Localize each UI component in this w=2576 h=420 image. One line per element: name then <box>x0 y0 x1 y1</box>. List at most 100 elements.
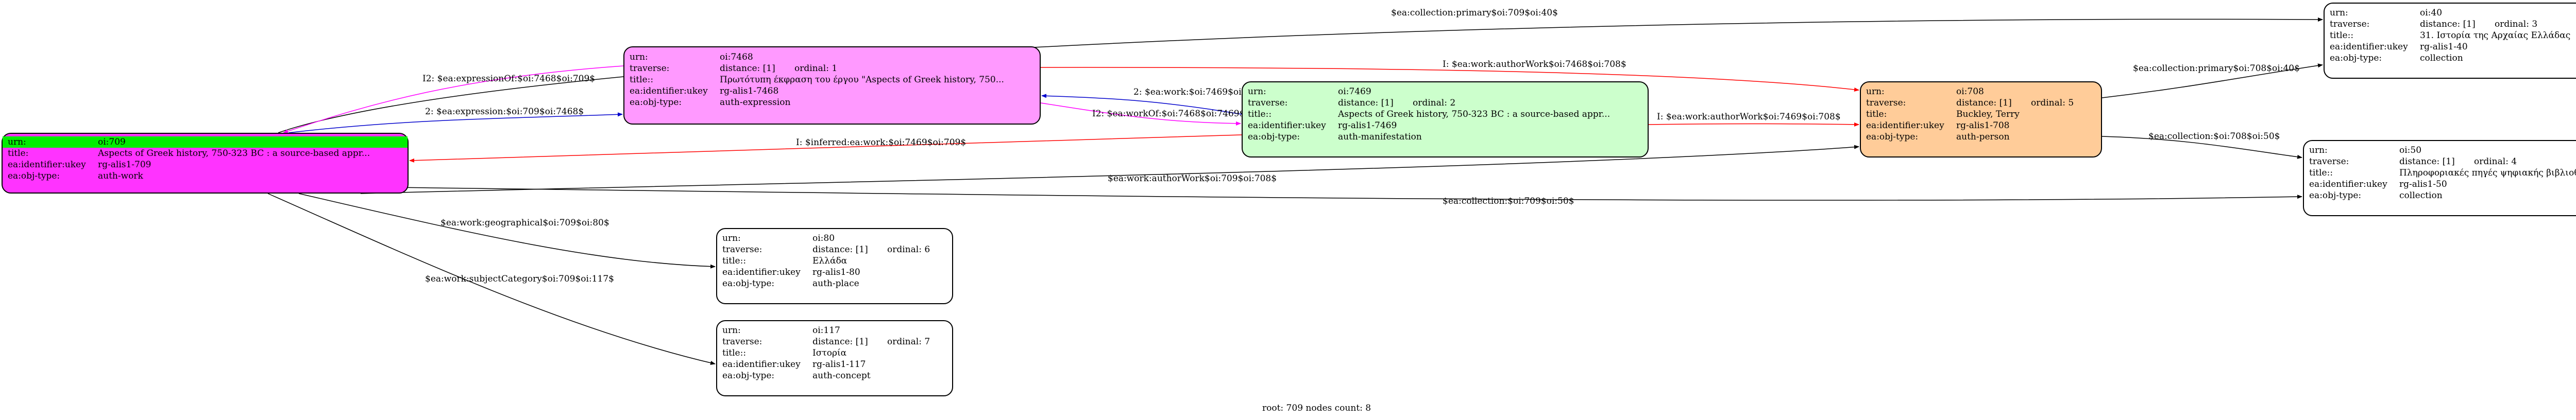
node-urn-row: urn:oi:7469 <box>1243 86 1648 97</box>
urn-value: oi:40 <box>2420 8 2443 18</box>
node-identifier-row: ea:identifier:ukey rg-alis1-708 <box>1861 120 2101 131</box>
node-urn-row: urn:oi:117 <box>717 325 952 336</box>
node-title-row: title::Aspects of Greek history, 750-323… <box>1243 109 1648 120</box>
node-oi-7468[interactable]: urn:oi:7468 traverse: distance: [1] ordina… <box>623 46 1041 125</box>
title-value: Ιστορία <box>812 348 847 358</box>
node-traverse-row: traverse:distance: [1]ordinal: 3 <box>2325 19 2576 30</box>
traverse-ordinal: ordinal: 2 <box>1413 98 1456 108</box>
traverse-ordinal: ordinal: 4 <box>2474 156 2517 167</box>
node-traverse-row: traverse:distance: [1]ordinal: 2 <box>1243 97 1648 109</box>
traverse-distance: distance: [1] <box>1956 98 2012 108</box>
traverse-ordinal: ordinal: 3 <box>2495 19 2538 29</box>
title-value: Ελλάδα <box>812 256 848 266</box>
edge-label: $ea:work:geographical$oi:709$oi:80$ <box>440 218 609 228</box>
identifier-key: ea:identifier:ukey <box>722 267 801 277</box>
edge-line <box>278 17 2323 133</box>
type-value: auth-person <box>1956 132 2010 142</box>
traverse-distance: distance: [1] <box>720 63 775 74</box>
traverse-distance: distance: [1] <box>2420 19 2476 29</box>
identifier-key: ea:identifier:ukey <box>1248 120 1326 131</box>
edge-line <box>2102 136 2302 159</box>
urn-value: oi:708 <box>1956 86 1984 97</box>
node-type-row: ea:obj-type:collection <box>2304 190 2576 201</box>
node-type-row: ea:obj-type:auth-expression <box>624 97 1040 108</box>
graph-footer: root: 709 nodes count: 8 <box>1262 403 1371 413</box>
title-value: Aspects of Greek history, 750-323 BC : a… <box>1338 109 1611 119</box>
identifier-value: rg-alis1-709 <box>98 160 151 170</box>
edge-label: $ea:collection:$oi:708$oi:50$ <box>2148 131 2280 142</box>
type-value: auth-concept <box>812 371 871 381</box>
urn-key: urn: <box>2309 145 2328 155</box>
node-title-row: title::Ιστορία <box>717 347 952 359</box>
traverse-ordinal: ordinal: 5 <box>2031 98 2074 108</box>
node-title-row: title::Ελλάδα <box>717 255 952 267</box>
urn-value: oi:709 <box>98 137 126 147</box>
traverse-distance: distance: [1] <box>2399 156 2455 167</box>
node-oi-709[interactable]: urn: oi:709 title:Aspects of Greek histor… <box>2 133 409 194</box>
traverse-distance: distance: [1] <box>1338 98 1394 108</box>
edge-label: 2: $ea:work:$oi:7469$oi:7468$ <box>1133 87 1272 97</box>
urn-key: urn: <box>1248 86 1266 97</box>
node-oi-50[interactable]: urn:oi:50 traverse:distance: [1]ordinal:… <box>2303 140 2576 216</box>
traverse-distance: distance: [1] <box>812 244 868 255</box>
edge-line <box>360 145 1859 194</box>
edge-label: $ea:collection:primary$oi:708$oi:40$ <box>2133 63 2300 74</box>
node-identifier-row: ea:identifier:ukey rg-alis1-117 <box>717 359 952 370</box>
node-oi-7469[interactable]: urn:oi:7469 traverse:distance: [1]ordina… <box>1242 81 1649 157</box>
type-key: ea:obj-type: <box>2309 190 2362 201</box>
identifier-value: rg-alis1-117 <box>812 359 866 370</box>
urn-value: oi:50 <box>2399 145 2422 155</box>
type-key: ea:obj-type: <box>1248 132 1300 142</box>
identifier-key: ea:identifier:ukey <box>722 359 801 370</box>
node-title-row: title:Buckley, Terry <box>1861 109 2101 120</box>
edge-line <box>283 65 624 133</box>
node-type-row: ea:obj-type: auth-manifestation <box>1243 131 1648 143</box>
traverse-ordinal: ordinal: 1 <box>794 63 838 74</box>
traverse-key: traverse: <box>722 244 762 255</box>
node-type-row: ea:obj-type:auth-work <box>3 170 408 182</box>
node-type-row: ea:obj-type:collection <box>2325 52 2576 64</box>
type-key: ea:obj-type: <box>630 97 682 108</box>
type-key: ea:obj-type: <box>722 371 775 381</box>
urn-key: urn: <box>8 137 26 147</box>
type-key: ea:obj-type: <box>1866 132 1919 142</box>
identifier-key: ea:identifier:ukey <box>2330 42 2408 52</box>
node-oi-117[interactable]: urn:oi:117 traverse:distance: [1]ordinal… <box>716 320 953 396</box>
edge-line <box>409 134 1242 163</box>
title-key: title:: <box>2309 168 2333 178</box>
traverse-key: traverse: <box>630 63 670 74</box>
urn-value: oi:7468 <box>720 52 753 62</box>
node-urn-row: urn: oi:40 <box>2325 7 2576 19</box>
identifier-key: ea:identifier:ukey <box>1866 120 1944 131</box>
node-title-row: title:Aspects of Greek history, 750-323 … <box>3 148 408 159</box>
identifier-value: rg-alis1-7468 <box>720 86 779 96</box>
edge-label: I: $ea:work:authorWork$oi:7468$oi:708$ <box>1443 59 1626 69</box>
node-oi-40[interactable]: urn:oi:40 traverse:distance: [1]ordinal:… <box>2324 3 2576 79</box>
type-value: auth-place <box>812 278 859 289</box>
title-value: Buckley, Terry <box>1956 109 2020 119</box>
edge-line <box>1041 94 1242 115</box>
node-title-row: title::Πληροφοριακές πηγές ψηφιακής βιβλ… <box>2304 167 2576 179</box>
type-key: ea:obj-type: <box>8 171 60 181</box>
node-oi-80[interactable]: urn:oi:80 traverse:distance: [1]ordinal:… <box>716 228 953 304</box>
edge-label: I2: $ea:expressionOf:$oi:7468$oi:709$ <box>422 74 595 84</box>
edge-line <box>391 187 2302 201</box>
identifier-value: rg-alis1-708 <box>1956 120 2010 131</box>
urn-key: urn: <box>2330 8 2348 18</box>
type-value: auth-manifestation <box>1338 132 1422 142</box>
node-oi-708[interactable]: urn:oi:708 traverse:distance: [1]ordinal… <box>1860 81 2102 157</box>
urn-key: urn: <box>1866 86 1885 97</box>
node-urn-row: urn: oi:50 <box>2304 145 2576 156</box>
edge-line <box>1040 102 1241 126</box>
node-type-row: ea:obj-type: auth-person <box>1861 131 2101 143</box>
title-value: 31. Ιστορία της Αρχαίας Ελλάδας <box>2420 30 2571 41</box>
urn-value: oi:117 <box>812 325 840 336</box>
identifier-value: rg-alis1-40 <box>2420 42 2468 52</box>
traverse-key: traverse: <box>722 337 762 347</box>
node-urn-row: urn:oi:7468 <box>624 51 1040 63</box>
